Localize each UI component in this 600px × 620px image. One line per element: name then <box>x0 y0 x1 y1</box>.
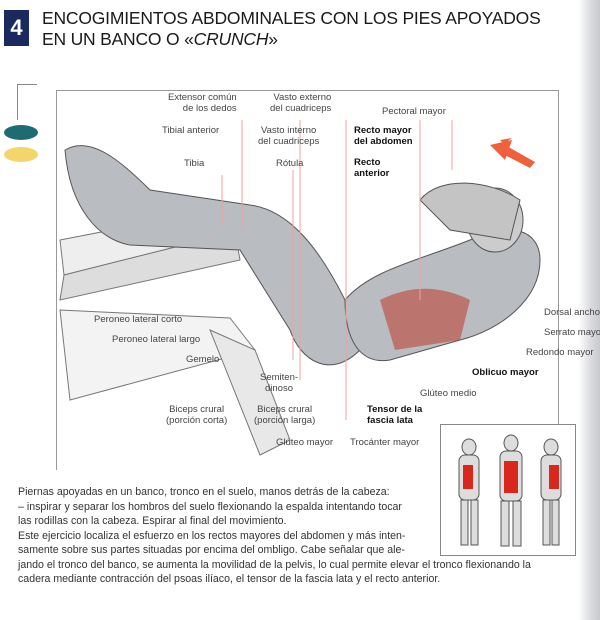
yellow-tab-marker <box>4 147 38 162</box>
bench-leg <box>209 329 291 456</box>
label-semitendinoso: Semiten- dinoso <box>260 372 299 394</box>
label-oblicuo: Oblicuo mayor <box>472 367 539 378</box>
label-tibia: Tibia <box>184 158 205 169</box>
title-prefix: EN UN BANCO O « <box>42 29 194 49</box>
label-rotula: Rótula <box>276 158 304 169</box>
label-peroneo-largo: Peroneo lateral largo <box>112 334 201 345</box>
label-peroneo-corto: Peroneo lateral corto <box>94 314 183 325</box>
label-recto-anterior: Recto anterior <box>354 157 390 179</box>
description-line: Este ejercicio localiza el esfuerzo en l… <box>18 529 406 542</box>
title-suffix: » <box>268 29 278 49</box>
label-serrato: Serrato mayor <box>544 327 600 338</box>
description-line: samente sobre sus partes situadas por en… <box>18 544 405 556</box>
label-extensor: Extensor común de los dedos <box>168 92 237 114</box>
description-line: cadera mediante contracción del psoas il… <box>18 573 441 585</box>
label-vasto-externo: Vasto externo del cuadriceps <box>270 92 332 114</box>
label-biceps-corta: Biceps crural (porción corta) <box>166 404 228 426</box>
title-line-2: EN UN BANCO O «CRUNCH» <box>42 29 541 50</box>
label-recto-mayor: Recto mayor del abdomen <box>354 125 413 147</box>
label-redondo: Redondo mayor <box>526 347 594 358</box>
label-pectoral: Pectoral mayor <box>382 106 446 117</box>
arrow-head <box>490 140 512 160</box>
anatomy-illustration <box>59 120 541 456</box>
label-biceps-larga: Biceps crural (porción larga) <box>254 404 316 426</box>
rectus-abdominis-highlight <box>380 288 470 350</box>
exercise-number: 4 <box>4 10 29 46</box>
label-vasto-interno: Vasto interno del cuadriceps <box>258 125 320 147</box>
teal-tab-marker <box>4 125 38 140</box>
label-gluteo-medio: Glúteo medio <box>420 388 477 399</box>
exercise-description: Piernas apoyadas en un banco, tronco en … <box>18 485 578 587</box>
description-line: jando el tronco del banco, se aumenta la… <box>18 558 531 571</box>
label-tensor: Tensor de la fascia lata <box>367 404 423 426</box>
arms <box>419 182 521 241</box>
page-edge-shadow <box>578 0 600 620</box>
title-italic: CRUNCH <box>193 29 269 49</box>
description-line: las rodillas con la cabeza. Espirar al f… <box>18 515 287 527</box>
description-line: – inspirar y separar los hombros del sue… <box>18 500 402 513</box>
page-title: ENCOGIMIENTOS ABDOMINALES CON LOS PIES A… <box>42 8 541 50</box>
label-tibial: Tibial anterior <box>162 125 220 136</box>
label-trocanter: Trocánter mayor <box>350 437 420 448</box>
muscle-inset-figure <box>440 424 576 556</box>
illustration-frame <box>56 90 559 470</box>
margin-bracket <box>17 84 37 120</box>
description-line: Piernas apoyadas en un banco, tronco en … <box>18 486 390 498</box>
label-gemelo: Gemelo <box>186 354 220 365</box>
title-line-1: ENCOGIMIENTOS ABDOMINALES CON LOS PIES A… <box>42 8 541 28</box>
label-gluteo-mayor: Glúteo mayor <box>276 437 334 448</box>
label-dorsal: Dorsal ancho <box>544 307 600 318</box>
